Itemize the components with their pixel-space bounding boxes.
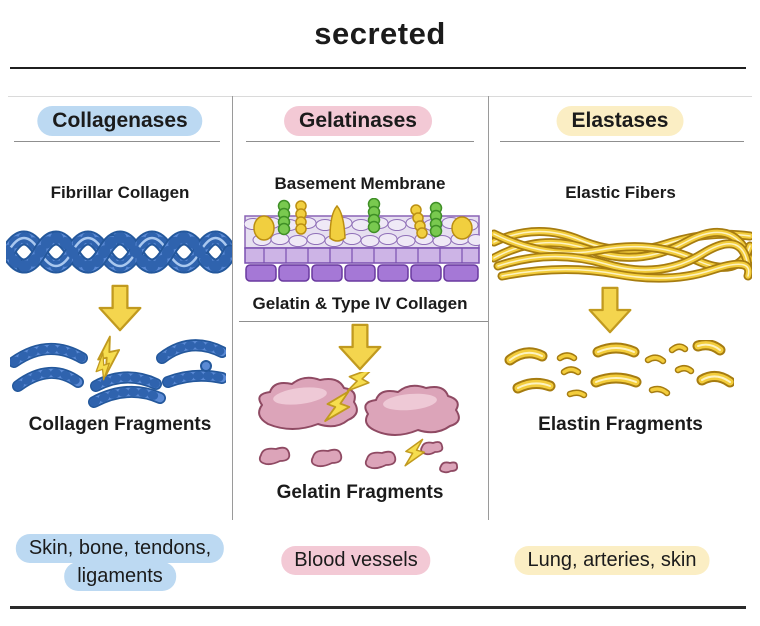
header-underline — [500, 141, 744, 142]
fibrillar-collagen-illustration — [6, 230, 232, 274]
column-divider-right — [488, 96, 489, 520]
tissues-pill-collagenases-line2: ligaments — [64, 562, 176, 591]
product-label-collagen: Collagen Fragments — [28, 414, 212, 435]
gelatinases-header-pill: Gelatinases — [284, 106, 432, 137]
header-underline — [14, 141, 220, 142]
panel-top-border — [8, 96, 752, 97]
basement-membrane-illustration — [244, 198, 480, 282]
elastases-header-pill: Elastases — [556, 106, 684, 137]
tissues-pill-collagenases-line1: Skin, bone, tendons, — [15, 534, 225, 563]
collagenases-header-pill: Collagenases — [37, 106, 203, 137]
mid-divider-line — [239, 321, 488, 322]
elastic-fibers-illustration — [492, 227, 752, 283]
membrane-receptors — [253, 198, 473, 242]
elastin-fragments-illustration — [504, 340, 734, 399]
lightning-bolt-icon — [324, 372, 426, 467]
header-underline — [246, 141, 474, 142]
gelatin-fragments-illustration — [258, 372, 460, 474]
down-arrow-icon — [588, 286, 632, 334]
page-title: secreted — [314, 16, 446, 51]
substrate-label-gelatin: Gelatin & Type IV Collagen — [252, 294, 468, 313]
product-label-gelatin: Gelatin Fragments — [276, 482, 444, 503]
tissues-pill-gelatinases: Blood vessels — [281, 546, 431, 575]
down-arrow-icon — [98, 284, 142, 332]
tissues-pill-elastases: Lung, arteries, skin — [514, 546, 710, 575]
substrate-label-basement: Basement Membrane — [274, 174, 446, 193]
down-arrow-icon — [338, 323, 382, 371]
column-divider-left — [232, 96, 233, 520]
substrate-label-elastic: Elastic Fibers — [565, 183, 676, 202]
lightning-bolt-icon — [95, 335, 121, 381]
top-divider-line — [10, 67, 746, 69]
collagen-dot — [200, 360, 212, 372]
product-label-elastin: Elastin Fragments — [538, 414, 703, 435]
collagen-fragments-illustration — [10, 335, 226, 408]
bottom-divider-line — [10, 606, 746, 609]
substrate-label-collagen: Fibrillar Collagen — [50, 183, 190, 202]
